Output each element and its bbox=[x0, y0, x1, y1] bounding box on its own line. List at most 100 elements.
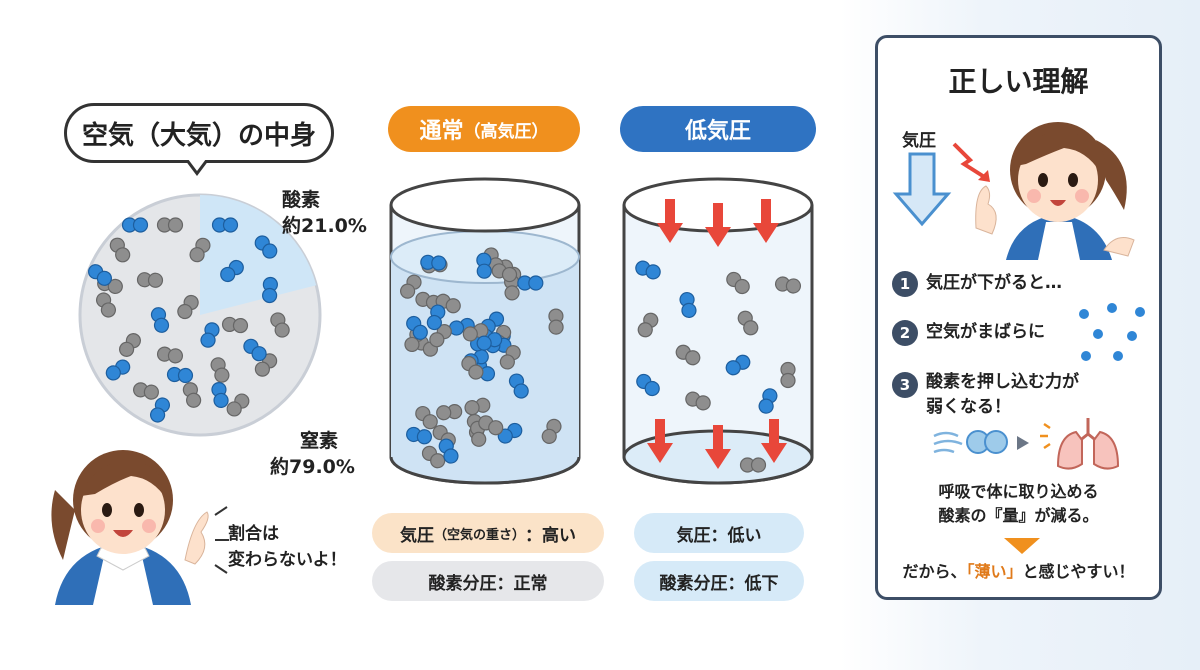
oxygen-molecule bbox=[220, 259, 244, 283]
nitrogen-molecule bbox=[499, 344, 521, 370]
oxygen-molecule bbox=[420, 254, 447, 271]
nitrogen-molecule bbox=[421, 445, 446, 469]
nitrogen-molecule bbox=[541, 418, 562, 444]
nitrogen-molecule bbox=[780, 361, 796, 389]
nitrogen-molecule bbox=[436, 404, 463, 421]
pressure-arrow-icon bbox=[753, 199, 779, 243]
lightning-arrow-icon bbox=[952, 142, 990, 182]
oxygen-molecule bbox=[88, 264, 112, 286]
nitrogen-label: 窒素 約79.0% bbox=[270, 428, 355, 480]
normal-pressure-value: ：高い bbox=[525, 525, 576, 546]
composition-pie bbox=[78, 193, 322, 437]
nitrogen-molecule bbox=[637, 312, 659, 338]
nitrogen-molecule bbox=[177, 294, 199, 320]
step-3-number: 3 bbox=[892, 372, 918, 398]
oxygen-molecule bbox=[149, 397, 171, 423]
step-1-text: 気圧が下がると… bbox=[926, 273, 1062, 293]
nitrogen-molecule bbox=[270, 312, 290, 338]
nitrogen-molecule bbox=[254, 353, 278, 377]
nitrogen-molecule bbox=[739, 457, 767, 473]
lung-icon bbox=[1040, 418, 1120, 470]
nitrogen-molecule bbox=[548, 308, 564, 335]
oxygen-molecule bbox=[150, 307, 170, 333]
oxygen-name: 酸素 bbox=[282, 189, 321, 211]
low-pressure-pill: 気圧：低い bbox=[634, 513, 804, 553]
oxygen-label: 酸素 約21.0% bbox=[282, 187, 367, 239]
oxygen-molecule bbox=[725, 354, 751, 376]
nitrogen-molecule bbox=[737, 310, 759, 336]
oxygen-molecule bbox=[166, 366, 194, 384]
low-header-text: 低気圧 bbox=[684, 119, 751, 144]
oxygen-molecule bbox=[476, 332, 503, 351]
speech-line-1: 割合は bbox=[228, 524, 279, 544]
air-composition-title: 空気（大気）の中身 bbox=[64, 103, 334, 176]
low-pressure-text: 気圧：低い bbox=[676, 525, 762, 546]
nitrogen-molecule bbox=[726, 271, 750, 295]
oxygen-molecule bbox=[254, 235, 278, 259]
oxygen-molecule bbox=[636, 373, 660, 397]
oxygen-value: 約21.0% bbox=[282, 215, 367, 237]
nitrogen-molecule bbox=[415, 405, 438, 430]
low-cylinder bbox=[622, 177, 814, 485]
oxygen-molecule bbox=[121, 217, 149, 233]
nitrogen-molecule bbox=[136, 272, 164, 288]
nitrogen-molecule bbox=[774, 276, 802, 294]
low-partial-text: 酸素分圧：低下 bbox=[659, 573, 779, 594]
body-line-1: 呼吸で体に取り込める bbox=[938, 482, 1099, 501]
pressure-arrow-icon bbox=[647, 419, 673, 463]
nitrogen-name: 窒素 bbox=[300, 430, 339, 452]
air-composition-title-text: 空気（大気）の中身 bbox=[81, 120, 316, 151]
nitrogen-molecule bbox=[491, 263, 518, 283]
oxygen-molecule bbox=[262, 276, 278, 304]
pressure-arrow-icon bbox=[657, 199, 683, 243]
oxygen-molecule bbox=[406, 315, 428, 340]
oxygen-molecule bbox=[211, 217, 239, 233]
normal-pressure-sub: （空気の重さ） bbox=[433, 527, 525, 543]
low-pressure-header: 低気圧 bbox=[620, 106, 816, 152]
step-2-number: 2 bbox=[892, 320, 918, 346]
wind-icon bbox=[933, 431, 963, 454]
oxygen-molecule-icon bbox=[966, 430, 1008, 454]
speech-text: 割合は 変わらないよ！ bbox=[228, 521, 347, 573]
oxygen-molecule bbox=[508, 373, 529, 399]
panel-title: 正しい理解 bbox=[948, 65, 1089, 98]
step-1-number: 1 bbox=[892, 271, 918, 297]
nitrogen-molecule bbox=[464, 397, 491, 416]
oxygen-molecule bbox=[426, 304, 446, 331]
conclusion-highlight: 「薄い」 bbox=[966, 562, 1023, 581]
step-3-line-1: 酸素を押し込む力が bbox=[926, 372, 1079, 392]
nitrogen-value: 約79.0% bbox=[270, 456, 355, 478]
panel-girl-character bbox=[975, 122, 1135, 260]
sparse-dots-icon bbox=[1079, 303, 1145, 361]
normal-pressure-label: 気圧 bbox=[399, 525, 434, 546]
pressure-arrows bbox=[647, 199, 787, 469]
understanding-panel: 正しい理解 気圧 1 気圧が下がると… 2 空気がまばらに 3 酸素を押し込む力… bbox=[875, 35, 1162, 600]
nitrogen-molecule bbox=[182, 382, 202, 408]
pressure-arrow-icon bbox=[761, 419, 787, 463]
normal-header-text: 通常 bbox=[419, 119, 464, 144]
pie-molecules bbox=[88, 217, 290, 423]
normal-partial-pill: 酸素分圧：正常 bbox=[372, 561, 604, 601]
nitrogen-molecule bbox=[221, 316, 249, 334]
oxygen-molecule bbox=[200, 322, 220, 348]
nitrogen-molecule bbox=[119, 333, 141, 357]
down-arrow-icon bbox=[892, 152, 952, 227]
step-2-text: 空気がまばらに bbox=[926, 322, 1045, 342]
body-line-2: 酸素の『量』が減る。 bbox=[938, 506, 1099, 525]
oxygen-molecule bbox=[635, 260, 661, 280]
low-molecules bbox=[635, 260, 802, 473]
pressure-arrow-icon bbox=[705, 203, 731, 247]
pressure-arrow-icon bbox=[705, 425, 731, 469]
nitrogen-molecule bbox=[109, 237, 131, 263]
normal-molecules bbox=[400, 247, 564, 469]
step-3-line-2: 弱くなる！ bbox=[926, 397, 1011, 417]
oxygen-molecule bbox=[438, 438, 459, 464]
conclusion: だから、「薄い」と感じやすい！ bbox=[878, 560, 1159, 584]
conclusion-pre: だから、 bbox=[902, 562, 967, 581]
oxygen-molecule bbox=[758, 388, 778, 414]
low-partial-pill: 酸素分圧：低下 bbox=[634, 561, 804, 601]
speech-lines-icon bbox=[214, 506, 229, 574]
nitrogen-molecule bbox=[210, 357, 230, 383]
nitrogen-molecule bbox=[156, 346, 184, 364]
nitrogen-molecule bbox=[189, 237, 211, 263]
